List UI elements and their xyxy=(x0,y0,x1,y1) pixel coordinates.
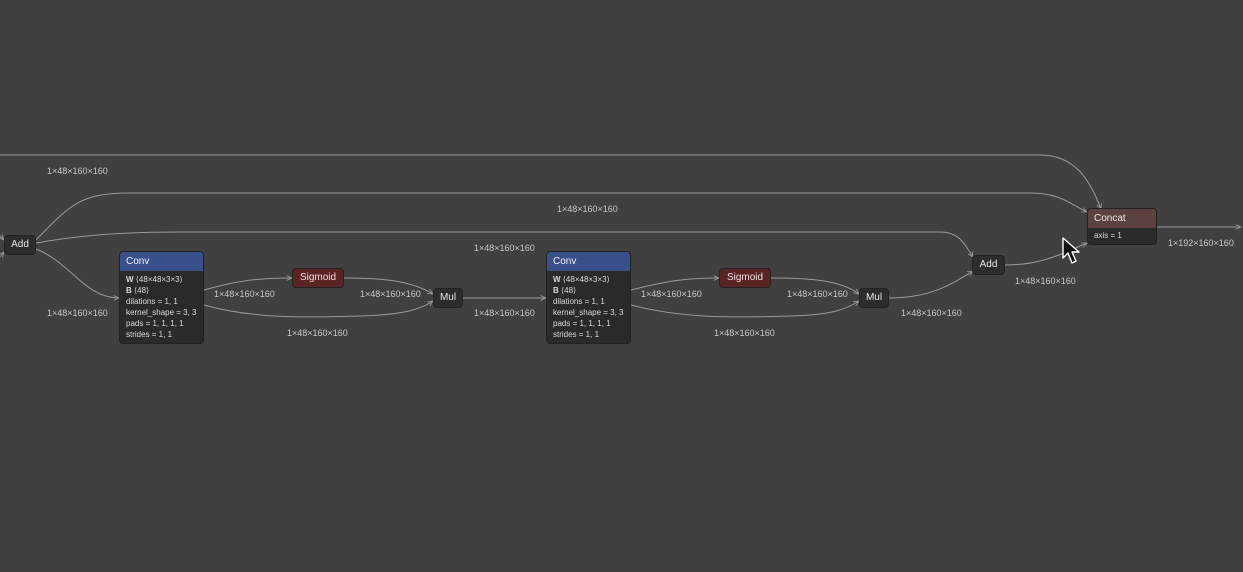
node-conv-2[interactable]: Conv W ⟨48×48×3×3⟩ B ⟨48⟩ dilations = 1,… xyxy=(546,251,631,344)
edge-conv1-to-sigmoid1[interactable] xyxy=(203,278,292,291)
conv-1-kernel-shape: kernel_shape = 3, 3 xyxy=(126,308,197,317)
edge-left-in[interactable] xyxy=(0,236,4,240)
node-mul-1-label: Mul xyxy=(439,292,457,303)
node-mul-2-label: Mul xyxy=(865,292,883,303)
node-mul-2[interactable]: Mul xyxy=(859,288,889,308)
edge-label-concat-out: 1×192×160×160 xyxy=(1168,238,1234,248)
edge-label-add-to-conv1: 1×48×160×160 xyxy=(47,308,108,318)
conv-2-strides: strides = 1, 1 xyxy=(553,330,600,339)
conv-1-pads: pads = 1, 1, 1, 1 xyxy=(126,319,184,328)
edge-top-skip[interactable] xyxy=(0,154,1101,209)
edge-label-mul1-to-conv2: 1×48×160×160 xyxy=(474,308,535,318)
node-sigmoid-2-label: Sigmoid xyxy=(726,272,764,283)
conv-2-bias: B ⟨48⟩ xyxy=(553,286,577,295)
node-conv-2-title: Conv xyxy=(547,252,630,271)
edge-label-mul2-to-add: 1×48×160×160 xyxy=(901,308,962,318)
edge-left-in-2[interactable] xyxy=(0,252,4,257)
node-add-left[interactable]: Add xyxy=(4,235,36,255)
node-concat-attributes: axis = 1 xyxy=(1088,228,1156,243)
edge-mul2-to-add[interactable] xyxy=(888,271,973,299)
node-conv-2-attributes: W ⟨48×48×3×3⟩ B ⟨48⟩ dilations = 1, 1 ke… xyxy=(547,271,630,342)
concat-axis: axis = 1 xyxy=(1094,231,1122,240)
node-concat[interactable]: Concat axis = 1 xyxy=(1087,208,1157,245)
edge-add-to-conv1[interactable] xyxy=(35,248,119,298)
edge-label-top-skip: 1×48×160×160 xyxy=(47,166,108,176)
edge-label-sigmoid2-to-mul2: 1×48×160×160 xyxy=(787,289,848,299)
edge-label-add-to-add: 1×48×160×160 xyxy=(474,243,535,253)
edge-conv1-to-mul1[interactable] xyxy=(203,301,433,318)
edge-label-conv2-to-mul2: 1×48×160×160 xyxy=(714,328,775,338)
conv-2-kernel-shape: kernel_shape = 3, 3 xyxy=(553,308,624,317)
edge-sigmoid1-to-mul1[interactable] xyxy=(343,277,433,294)
mouse-pointer-icon xyxy=(1062,237,1080,264)
node-mul-1[interactable]: Mul xyxy=(433,288,463,308)
conv-2-weight: W ⟨48×48×3×3⟩ xyxy=(553,275,610,284)
edge-label-sigmoid1-to-mul1: 1×48×160×160 xyxy=(360,289,421,299)
node-add-right-label: Add xyxy=(979,259,998,270)
edge-label-conv2-to-sigmoid2: 1×48×160×160 xyxy=(641,289,702,299)
node-concat-title: Concat xyxy=(1088,209,1156,228)
node-conv-1-attributes: W ⟨48×48×3×3⟩ B ⟨48⟩ dilations = 1, 1 ke… xyxy=(120,271,203,342)
node-add-right[interactable]: Add xyxy=(972,255,1005,275)
conv-1-dilations: dilations = 1, 1 xyxy=(126,297,178,306)
node-sigmoid-1[interactable]: Sigmoid xyxy=(292,268,344,288)
edge-add-to-concat[interactable] xyxy=(35,192,1087,241)
conv-2-dilations: dilations = 1, 1 xyxy=(553,297,605,306)
node-conv-1[interactable]: Conv W ⟨48×48×3×3⟩ B ⟨48⟩ dilations = 1,… xyxy=(119,251,204,344)
edge-label-conv1-to-mul1: 1×48×160×160 xyxy=(287,328,348,338)
conv-1-weight: W ⟨48×48×3×3⟩ xyxy=(126,275,183,284)
edge-label-add-to-concat-lower: 1×48×160×160 xyxy=(1015,276,1076,286)
conv-2-pads: pads = 1, 1, 1, 1 xyxy=(553,319,611,328)
edge-add-to-concat-lower[interactable] xyxy=(1004,242,1087,266)
edge-label-conv1-to-sigmoid1: 1×48×160×160 xyxy=(214,289,275,299)
edge-label-add-to-concat: 1×48×160×160 xyxy=(557,204,618,214)
edge-conv2-to-sigmoid2[interactable] xyxy=(630,278,719,291)
node-sigmoid-2[interactable]: Sigmoid xyxy=(719,268,771,288)
edge-sigmoid2-to-mul2[interactable] xyxy=(770,277,859,294)
node-sigmoid-1-label: Sigmoid xyxy=(299,272,337,283)
node-add-left-label: Add xyxy=(11,239,29,250)
node-conv-1-title: Conv xyxy=(120,252,203,271)
edge-conv2-to-mul2[interactable] xyxy=(630,301,859,318)
conv-1-strides: strides = 1, 1 xyxy=(126,330,173,339)
conv-1-bias: B ⟨48⟩ xyxy=(126,286,150,295)
edge-add-to-add[interactable] xyxy=(35,231,973,257)
